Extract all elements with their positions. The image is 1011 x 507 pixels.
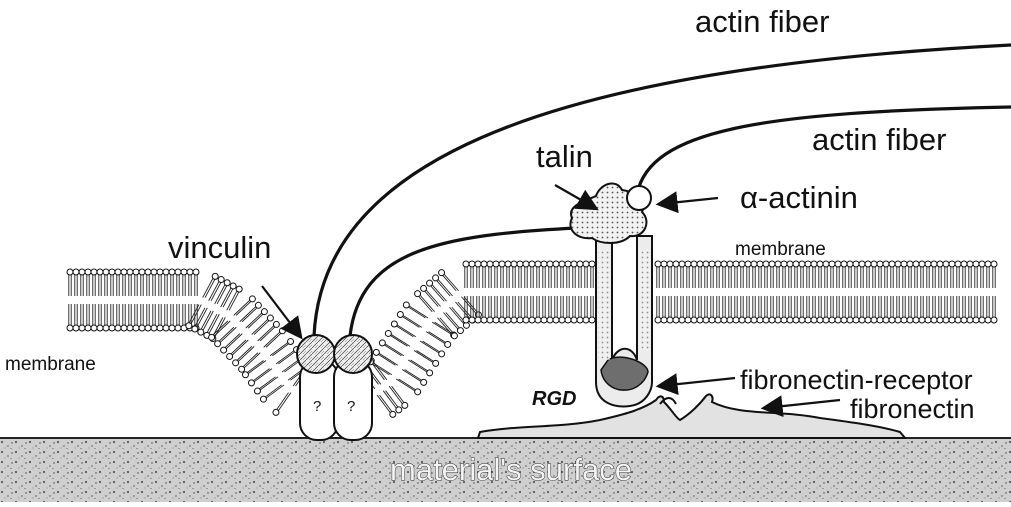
- talin-arrow: [555, 185, 595, 208]
- vinculin-label: vinculin: [168, 230, 271, 265]
- fibronectin-label: fibronectin: [850, 394, 975, 424]
- fibronectin-receptor-label: fibronectin-receptor: [740, 365, 973, 395]
- membrane-label-right: membrane: [735, 239, 826, 260]
- actin-fiber-label-bottom: actin fiber: [812, 122, 946, 157]
- alpha-actinin-arrow: [660, 198, 718, 204]
- vinculin-sphere-right: [334, 335, 372, 373]
- receptor-arrow: [660, 378, 735, 386]
- fibronectin-receptor: [596, 236, 652, 406]
- alpha-actinin-sphere: [627, 186, 651, 210]
- labels: actin fiber actin fiber talin α-actinin …: [5, 4, 975, 424]
- actin-fiber-label-top: actin fiber: [695, 4, 829, 39]
- talin-label: talin: [536, 139, 593, 174]
- rgd-label: RGD: [532, 388, 576, 410]
- alpha-actinin-label: α-actinin: [740, 180, 858, 215]
- fibronectin-arrow: [765, 400, 840, 408]
- vinculin-sphere-left: [297, 335, 335, 373]
- integrin-right-question: ?: [347, 398, 355, 415]
- surface-label: material's surface: [390, 452, 632, 487]
- membrane-label-left: membrane: [5, 354, 96, 375]
- integrin-left-question: ?: [313, 398, 321, 415]
- material-surface: material's surface: [0, 438, 1011, 502]
